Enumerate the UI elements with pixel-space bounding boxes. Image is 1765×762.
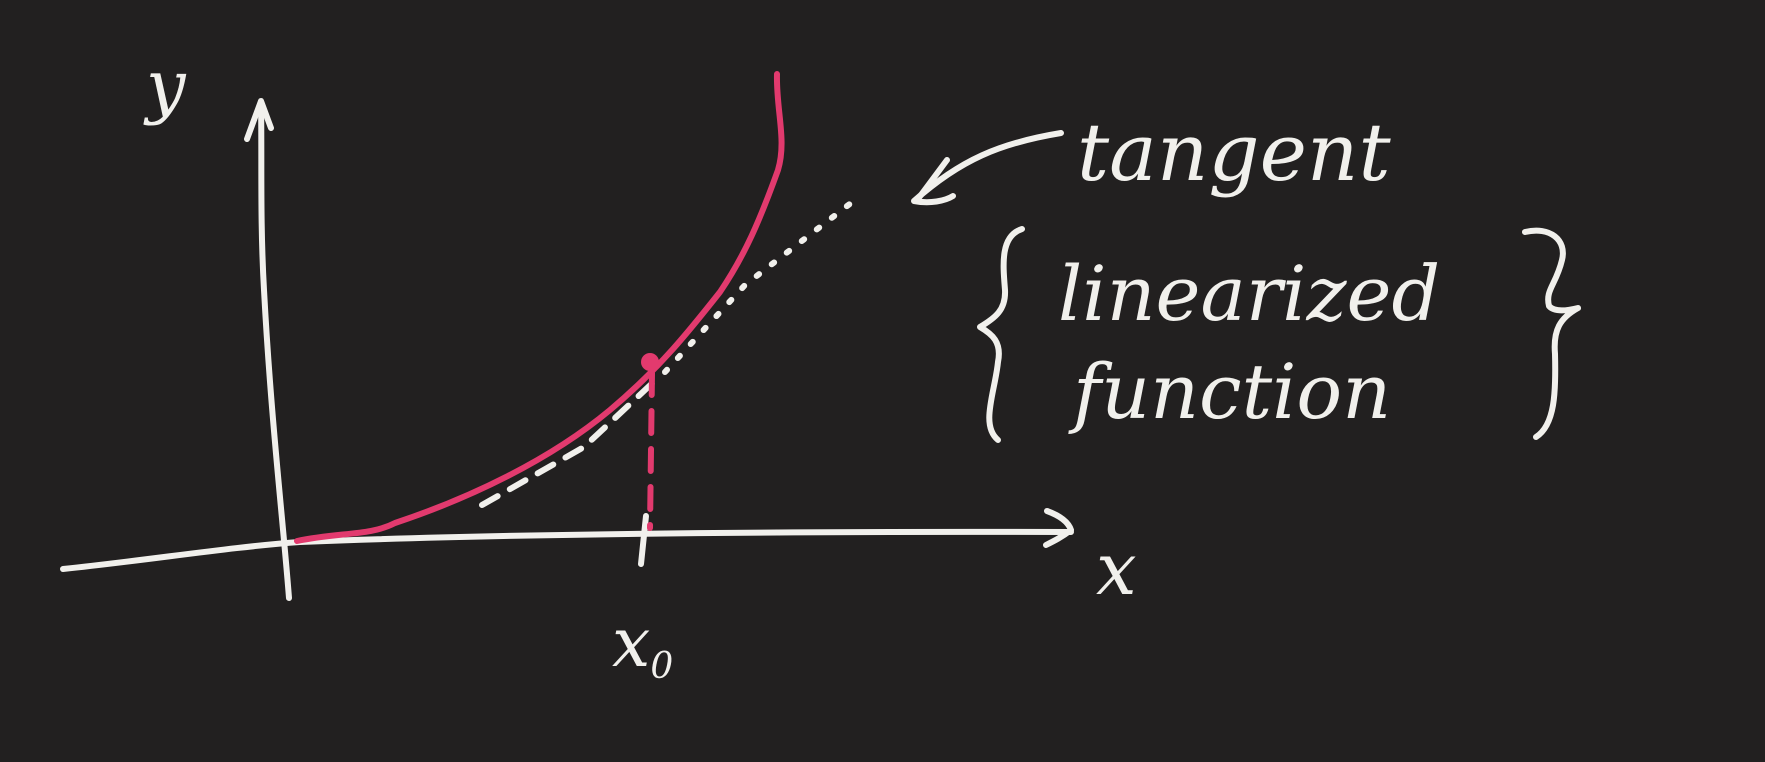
annotation-arrow-shaft xyxy=(911,130,1064,206)
x0-label-subscript: 0 xyxy=(650,646,673,687)
x0-drop-line xyxy=(647,370,655,531)
y-axis-label: y xyxy=(143,45,187,127)
right-brace xyxy=(1522,227,1581,440)
tangent-dotted-segment xyxy=(662,193,863,375)
x-axis-label: x xyxy=(1096,527,1137,611)
x-axis-arrowhead xyxy=(1043,508,1074,548)
annotation-function: function xyxy=(1068,347,1391,436)
annotation-tangent: tangent xyxy=(1077,106,1391,199)
x-axis xyxy=(60,528,1074,572)
annotation-linearized: linearized xyxy=(1058,249,1440,338)
x0-tick xyxy=(638,513,649,567)
annotation-arrow-head xyxy=(915,157,950,202)
x0-label-base: x xyxy=(612,604,650,683)
y-axis-arrowhead xyxy=(244,98,274,142)
y-axis xyxy=(258,99,292,601)
left-brace xyxy=(977,226,1025,443)
tangent-dashed-segment xyxy=(479,373,663,508)
x0-label: x0 xyxy=(612,604,673,687)
tangency-point xyxy=(641,353,659,371)
